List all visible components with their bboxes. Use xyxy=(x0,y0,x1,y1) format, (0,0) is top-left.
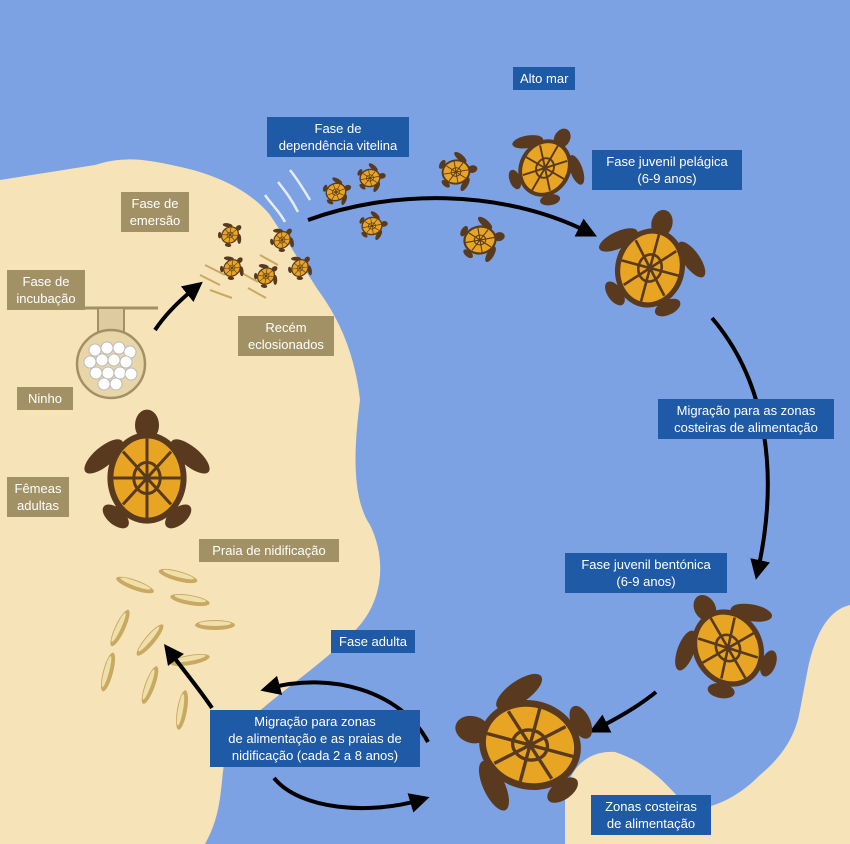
label-fase-adulta: Fase adulta xyxy=(331,630,415,653)
beach-bottom-right xyxy=(790,650,850,844)
label-incubacao: Fase de incubação xyxy=(7,270,85,310)
label-praia-nidificacao: Praia de nidificação xyxy=(199,539,339,562)
label-dependencia-vitelina: Fase de dependência vitelina xyxy=(267,117,409,157)
label-migracao-alimentacao-praias: Migração para zonas de alimentação e as … xyxy=(210,710,420,767)
label-ninho: Ninho xyxy=(17,387,73,410)
label-juvenil-pelagica: Fase juvenil pelágica (6-9 anos) xyxy=(592,150,742,190)
label-migracao-zonas-costeiras: Migração para as zonas costeiras de alim… xyxy=(658,399,834,439)
label-zonas-costeiras-alimentacao: Zonas costeiras de alimentação xyxy=(591,795,711,835)
label-recem-eclosionados: Recém eclosionados xyxy=(238,316,334,356)
label-alto-mar: Alto mar xyxy=(513,67,576,90)
label-juvenil-bentonica: Fase juvenil bentónica (6-9 anos) xyxy=(565,553,727,593)
label-femeas-adultas: Fêmeas adultas xyxy=(7,477,69,517)
label-emersao: Fase de emersão xyxy=(121,192,189,232)
water-swash xyxy=(263,169,312,223)
nest-icon xyxy=(75,306,158,400)
